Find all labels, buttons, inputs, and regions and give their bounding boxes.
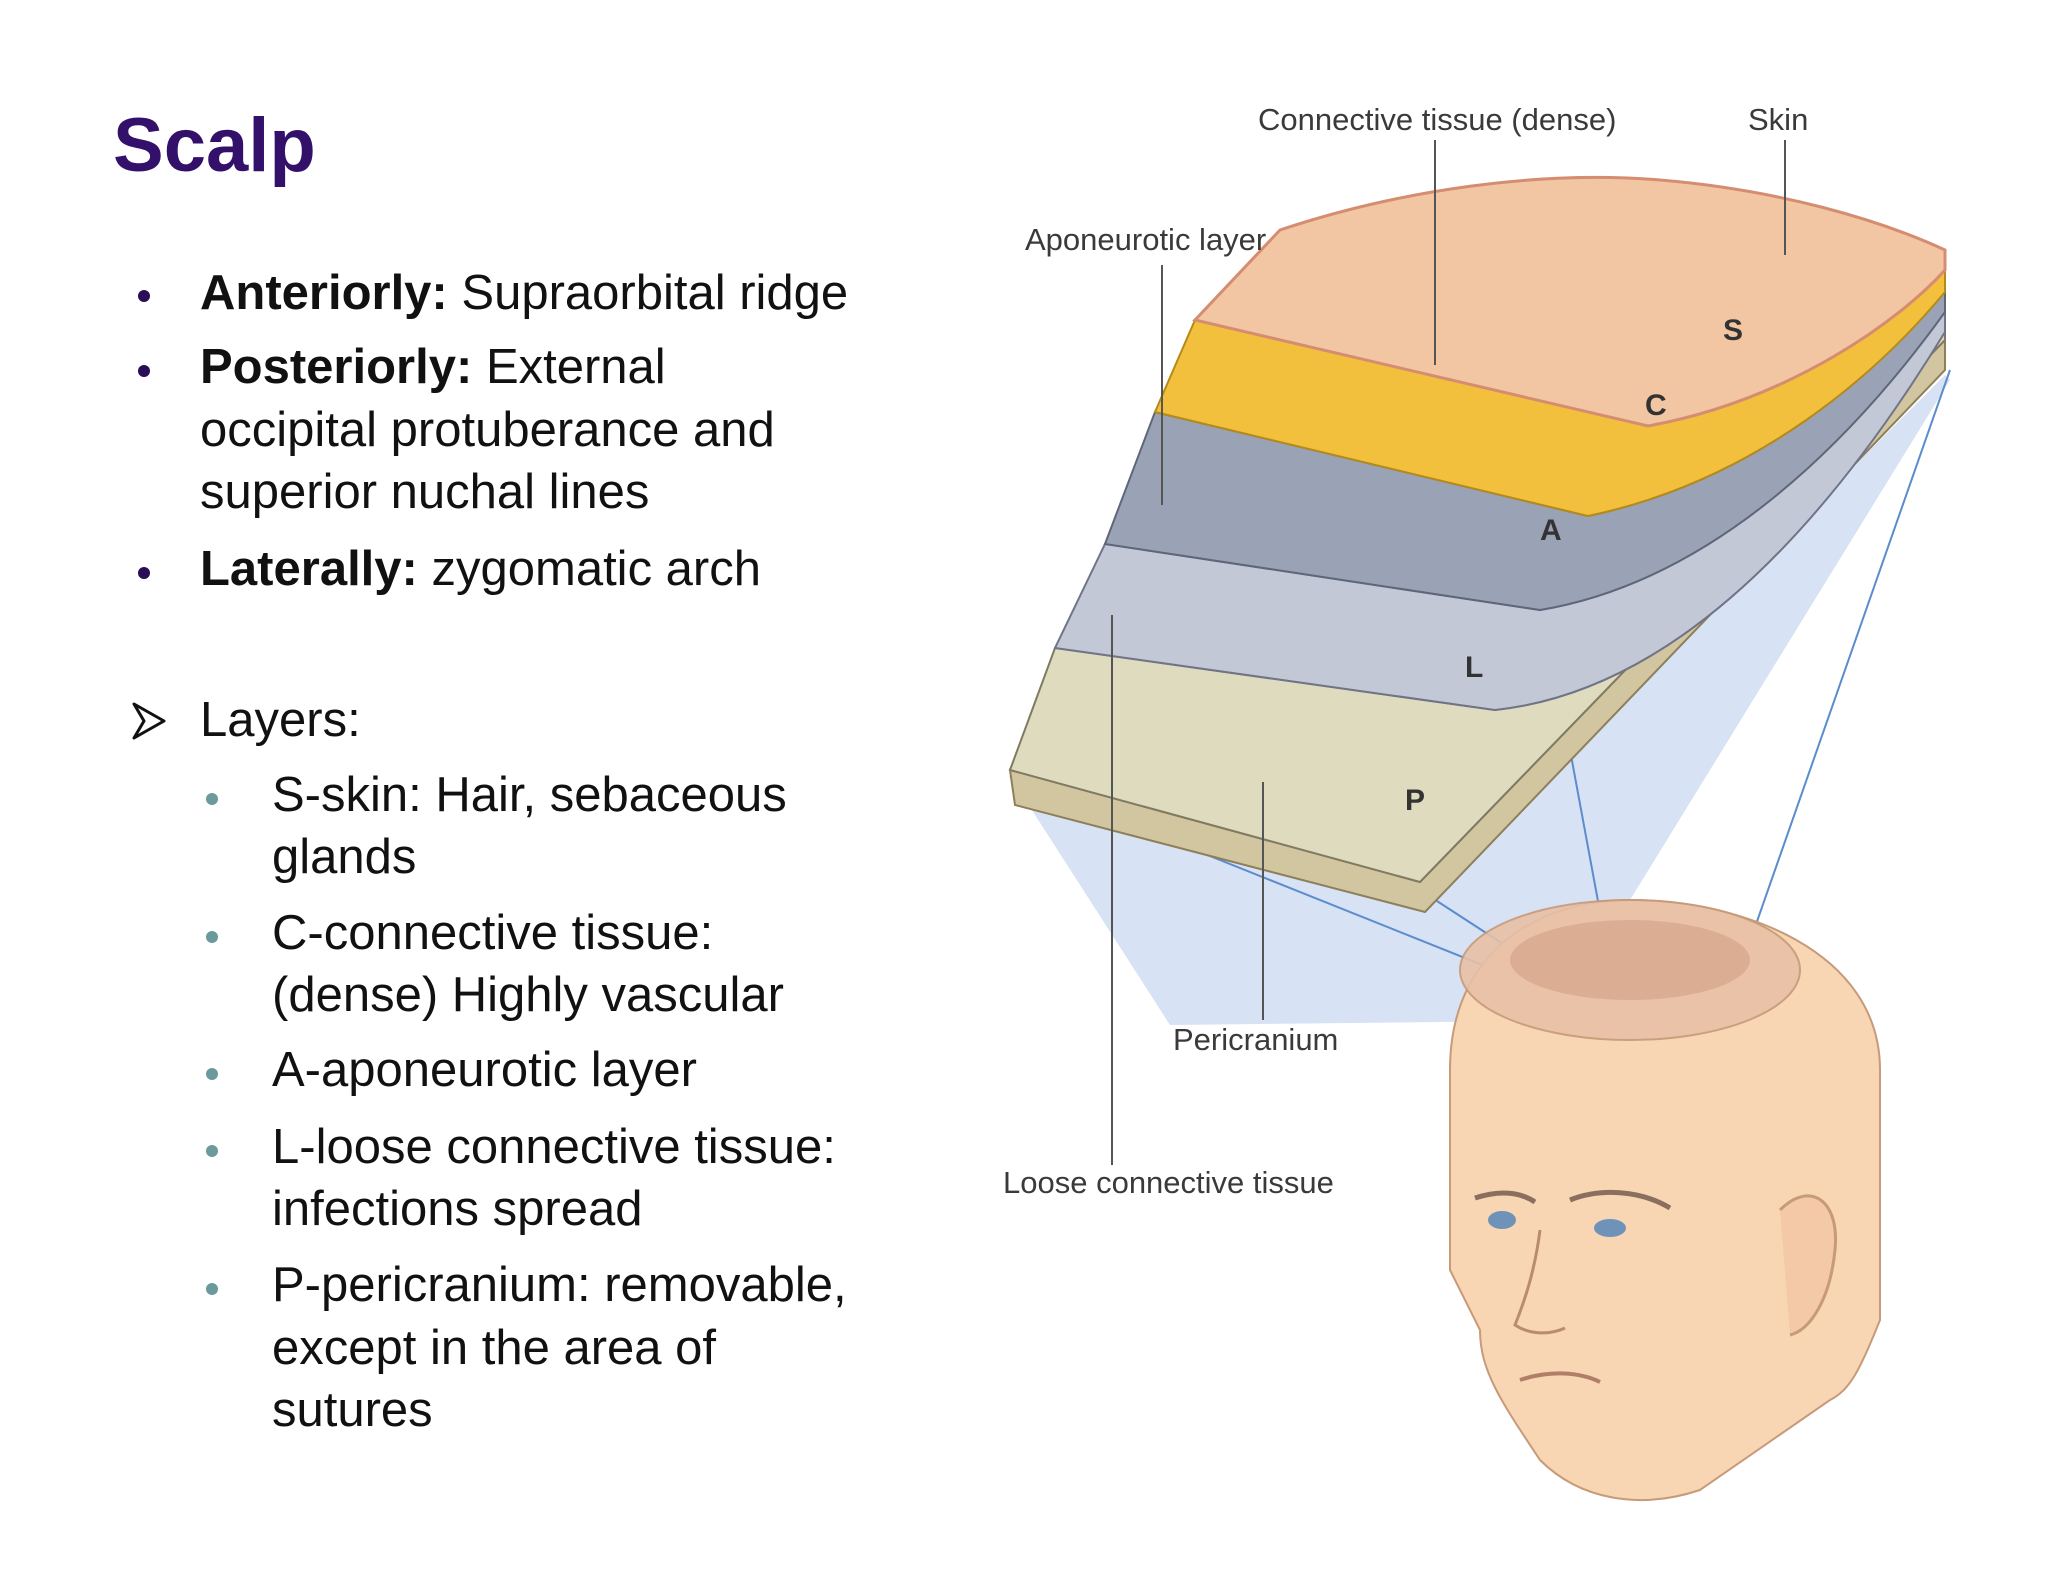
layer-item-skin: S-skin: Hair, sebaceous (272, 768, 787, 822)
label-loose: Loose connective tissue (1003, 1165, 1334, 1200)
layer-item-loose: L-loose connective tissue: (272, 1120, 836, 1174)
label-connective-dense: Connective tissue (dense) (1258, 102, 1616, 137)
letter-s: S (1723, 314, 1743, 347)
scalp-layers-illustration: Connective tissue (dense) Skin Aponeurot… (1003, 102, 1951, 1501)
bullet-label: Posteriorly: (200, 340, 473, 394)
letter-c: C (1645, 389, 1667, 422)
sub-bullet-dot (206, 793, 218, 805)
layer-item-skin-cont: glands (272, 830, 417, 884)
head (1449, 898, 1881, 1501)
bullet-text: zygomatic arch (431, 542, 762, 596)
layer-item-pericranium-cont: except in the area of (272, 1321, 717, 1375)
label-pericranium: Pericranium (1173, 1022, 1338, 1057)
bullet-posteriorly: Posteriorly: External (200, 335, 666, 399)
layer-item-pericranium-cont2: sutures (272, 1383, 433, 1437)
sub-bullet-dot (206, 931, 218, 943)
projection-line (1739, 369, 1951, 971)
sub-bullet-dot (206, 1145, 218, 1157)
bullet-dot (138, 567, 150, 579)
bullet-label: Laterally: (200, 542, 418, 596)
bullet-text: superior nuchal lines (200, 465, 650, 519)
slide-title: Scalp (113, 103, 316, 188)
bullet-text: occipital protuberance and (200, 403, 775, 457)
layer-item-pericranium: P-pericranium: removable, (272, 1258, 847, 1312)
letter-l: L (1465, 651, 1483, 684)
bullet-anteriorly: Anteriorly: Supraorbital ridge (200, 261, 848, 325)
layers-heading: Layers: (200, 693, 361, 747)
label-aponeurotic: Aponeurotic layer (1025, 222, 1266, 257)
label-skin: Skin (1748, 102, 1808, 137)
layer-item-aponeurotic: A-aponeurotic layer (272, 1043, 697, 1097)
bullet-dot (138, 290, 150, 302)
letter-p: P (1405, 784, 1425, 817)
layer-item-connective: C-connective tissue: (272, 906, 714, 960)
sub-bullet-dot (206, 1068, 218, 1080)
layer-item-loose-cont: infections spread (272, 1182, 643, 1236)
bullet-text: Supraorbital ridge (461, 266, 849, 320)
sub-bullet-dot (206, 1283, 218, 1295)
bullet-laterally: Laterally: zygomatic arch (200, 537, 761, 601)
bullet-text: External (485, 340, 666, 394)
bullet-label: Anteriorly: (200, 266, 448, 320)
letter-a: A (1540, 514, 1562, 547)
arrow-bullet-icon (132, 702, 166, 740)
skin-layer (1192, 175, 1947, 428)
layer-item-connective-cont: (dense) Highly vascular (272, 968, 784, 1022)
bullet-dot (138, 365, 150, 377)
